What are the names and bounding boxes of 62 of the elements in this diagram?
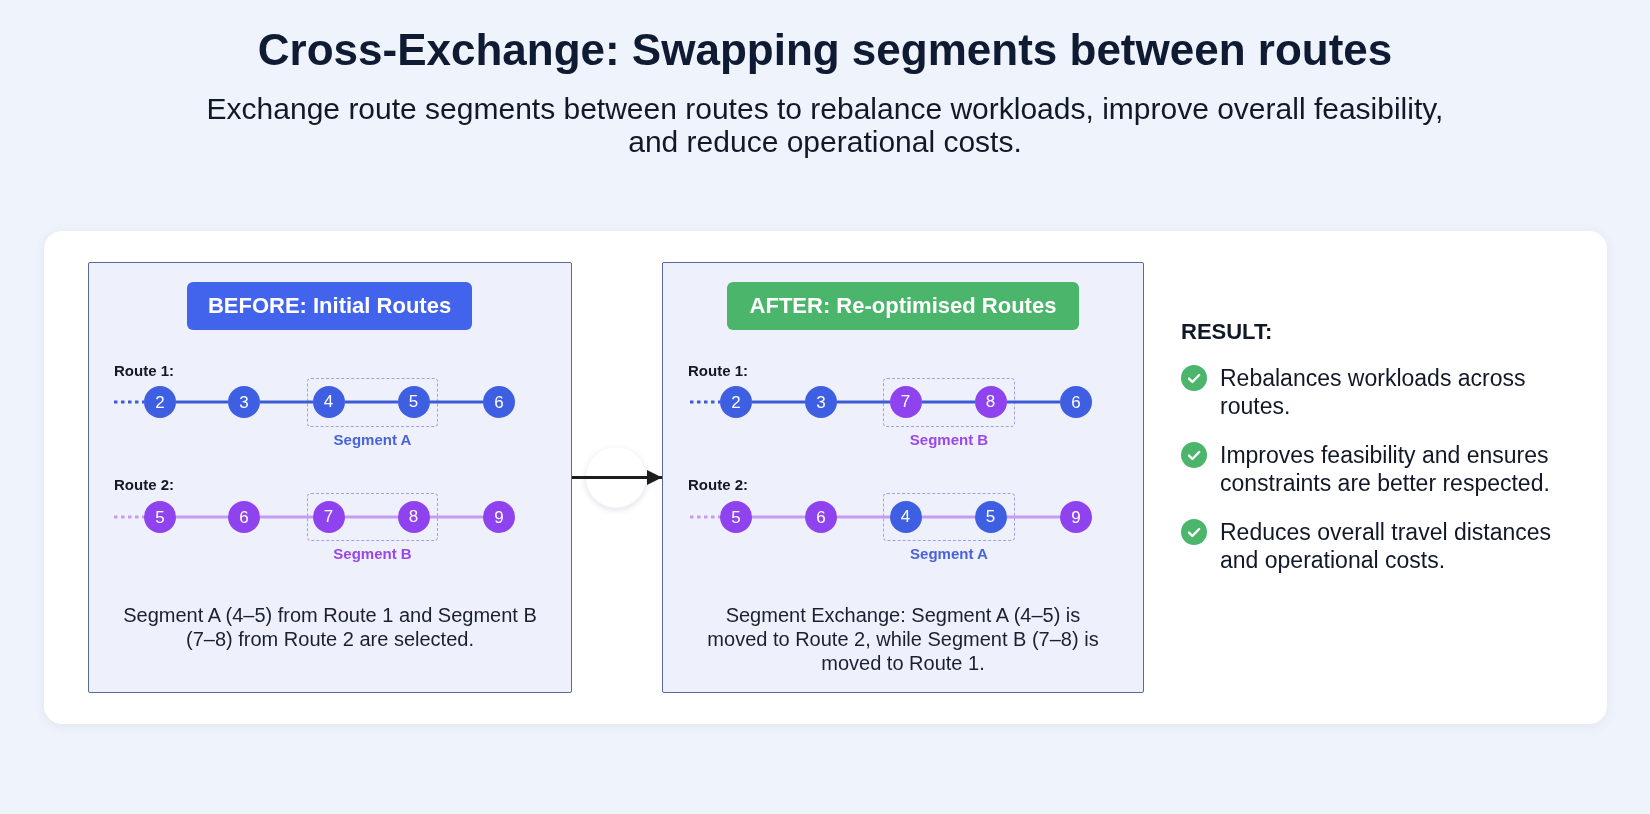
route-line — [430, 515, 483, 519]
route-line — [345, 400, 398, 404]
route-stop: 4 — [889, 500, 922, 533]
route-stop: 2 — [720, 386, 752, 418]
dotted-route-line — [114, 515, 144, 519]
route-stop: 4 — [312, 385, 345, 418]
route-line — [430, 400, 483, 404]
route-stop: 6 — [805, 501, 837, 533]
diagram-title: Cross-Exchange: Swapping segments between routes — [257, 24, 1393, 76]
route-line — [837, 400, 890, 404]
route-stop: 2 — [144, 386, 176, 418]
segment-label: Segment A — [333, 431, 412, 449]
dotted-route-line — [114, 400, 144, 404]
route-line — [176, 515, 228, 519]
panel-caption: Segment Exchange: Segment A (4–5) is moved to Route 2, while Segment B (7–8) is moved to Route 1. — [706, 603, 1100, 675]
route-stop: 6 — [1060, 386, 1092, 418]
route-line — [176, 400, 228, 404]
route-stop: 7 — [889, 385, 922, 418]
route-line — [1007, 400, 1060, 404]
route-stop: 6 — [483, 386, 515, 418]
route-line — [260, 515, 313, 519]
result-heading: RESULT: — [1181, 319, 1273, 345]
segment-label: Segment A — [910, 545, 988, 563]
route-stop: 5 — [144, 501, 176, 533]
segment-label: Segment B — [909, 431, 989, 449]
route-label: Route 2: — [114, 476, 174, 494]
route-label: Route 1: — [688, 362, 748, 380]
route-stop: 5 — [397, 385, 430, 418]
arrow — [572, 470, 662, 485]
route-stop: 5 — [974, 500, 1007, 533]
stage-badge: BEFORE: Initial Routes — [187, 282, 472, 330]
stage-badge: AFTER: Re-optimised Routes — [727, 282, 1079, 330]
dotted-route-line — [690, 515, 720, 519]
route-label: Route 2: — [688, 476, 748, 494]
route-stop: 9 — [1060, 501, 1092, 533]
dotted-route-line — [690, 400, 720, 404]
route-line — [752, 515, 805, 519]
route-stop: 5 — [720, 501, 752, 533]
content-card — [44, 231, 1607, 724]
route-stop: 8 — [397, 500, 430, 533]
result-item-text: Improves feasibility and ensures constraints are better respected. — [1220, 441, 1551, 497]
route-line — [1007, 515, 1060, 519]
route-stop: 7 — [312, 500, 345, 533]
route-line — [260, 400, 313, 404]
panel-caption: Segment A (4–5) from Route 1 and Segment B (7–8) from Route 2 are selected. — [122, 603, 538, 651]
route-panel — [662, 262, 1144, 693]
route-label: Route 1: — [114, 362, 174, 380]
route-line — [345, 515, 398, 519]
route-stop: 3 — [805, 386, 837, 418]
route-line — [922, 515, 975, 519]
route-stop: 6 — [228, 501, 260, 533]
result-item-text: Reduces overall travel distances and operational costs. — [1220, 518, 1553, 574]
route-stop: 8 — [974, 385, 1007, 418]
diagram-subtitle: Exchange route segments between routes to rebalance workloads, improve overall feasibility, and reduce operational costs. — [205, 92, 1445, 158]
segment-label: Segment B — [333, 545, 412, 563]
route-line — [922, 400, 975, 404]
route-line — [752, 400, 805, 404]
route-stop: 9 — [483, 501, 515, 533]
route-line — [837, 515, 890, 519]
route-panel — [88, 262, 572, 693]
route-stop: 3 — [228, 386, 260, 418]
result-item-text: Rebalances workloads across routes. — [1220, 364, 1527, 420]
